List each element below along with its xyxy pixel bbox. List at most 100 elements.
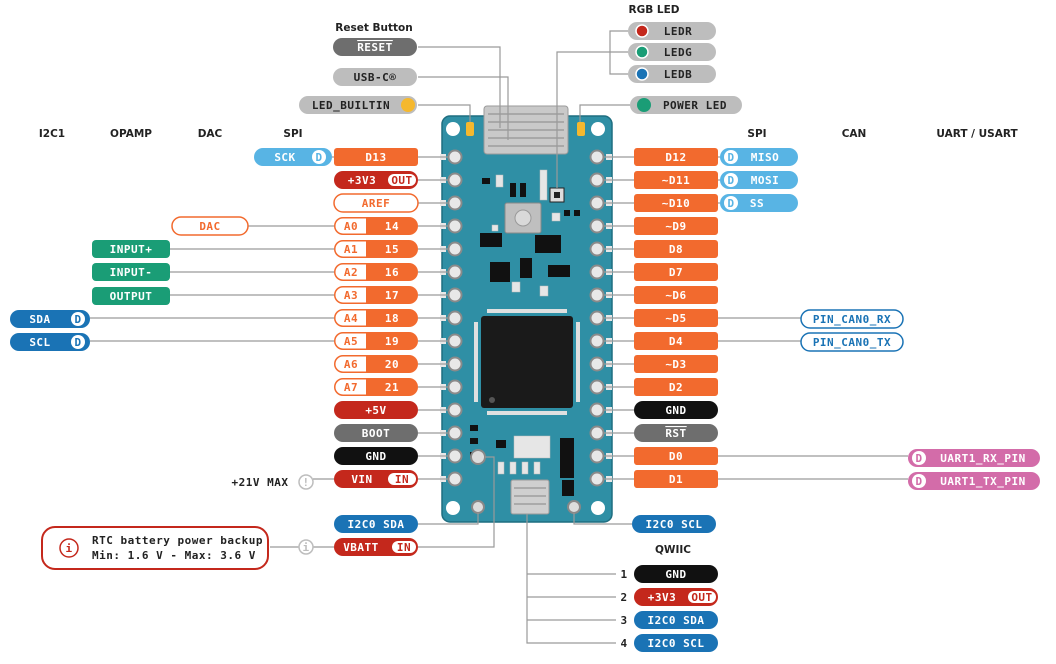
ledr-label: LEDR xyxy=(664,25,693,38)
reset-button-cap xyxy=(514,209,532,227)
header-spi-left: SPI xyxy=(283,128,302,140)
pin-label-gnd: GND xyxy=(365,450,386,463)
scl-digital-badge xyxy=(71,335,85,349)
pin-label-boot: BOOT xyxy=(362,427,391,440)
header-pin-left xyxy=(447,172,463,188)
vin-max-note: +21V MAX xyxy=(232,476,289,489)
mosi-label-bg xyxy=(720,171,798,189)
pin-label-d8: D8 xyxy=(669,243,683,256)
pin-label-split-fill xyxy=(354,379,366,395)
miso-digital-badge-label: D xyxy=(727,151,734,164)
pin-label-bg xyxy=(634,194,718,212)
pin-label-5v: +5V xyxy=(365,404,386,417)
rtc-note-box xyxy=(41,526,269,570)
vbatt-info-icon xyxy=(298,539,314,555)
pin-label-a3: A3 xyxy=(344,289,358,302)
pin-label-d9: ~D9 xyxy=(665,220,686,233)
i2c0-scl-pad xyxy=(567,500,581,514)
i2c0-scl-label: I2C0 SCL xyxy=(646,518,703,531)
passive-components xyxy=(491,169,561,475)
led-builtin-label-bg xyxy=(299,96,417,114)
pin-badge-bg xyxy=(388,174,416,186)
qwiic-pin-bg xyxy=(634,634,718,652)
chip-pins xyxy=(474,309,580,415)
pin-label-d0: D0 xyxy=(669,450,683,463)
qwiic-pin-bg xyxy=(634,611,718,629)
pin-number-18: 18 xyxy=(385,312,399,325)
header-pin-left xyxy=(447,218,463,234)
header-i2c1: I2C1 xyxy=(39,128,65,140)
vbatt-info-glyph: i xyxy=(302,541,309,554)
input-minus-label-bg xyxy=(92,263,170,281)
pin-label-bg xyxy=(634,171,718,189)
header-pin-right xyxy=(589,264,605,280)
header-pin-left xyxy=(447,310,463,326)
pin-label-bg xyxy=(333,193,419,213)
bottom-leader-lines xyxy=(270,456,632,644)
ledg-label: LEDG xyxy=(664,46,693,59)
rtc-info-icon xyxy=(59,538,79,558)
green-led-icon xyxy=(635,45,649,59)
uart-rx-digital-badge-label: D xyxy=(915,452,922,465)
pin-label-d5: ~D5 xyxy=(665,312,686,325)
header-pin-right xyxy=(589,149,605,165)
pin-number-20: 20 xyxy=(385,358,399,371)
header-pin-right xyxy=(589,287,605,303)
header-pin-left xyxy=(447,287,463,303)
header-pin-right xyxy=(589,379,605,395)
i2c0-sda-label-bg xyxy=(334,515,418,533)
pin-label-a5: A5 xyxy=(344,335,358,348)
chip-pin1-marker xyxy=(489,397,495,403)
usb-label: USB-C® xyxy=(354,71,397,84)
vbatt-in-badge: IN xyxy=(397,541,411,554)
input-plus-label: INPUT+ xyxy=(110,243,153,256)
qwiic-pin-number: 2 xyxy=(620,591,627,604)
rtc-note-line2: Min: 1.6 V - Max: 3.6 V xyxy=(92,549,256,562)
led-builtin-chip xyxy=(466,122,474,136)
pin-label-bg xyxy=(334,424,418,442)
ss-digital-badge-label: D xyxy=(727,197,734,210)
pin-label-bg xyxy=(634,355,718,373)
pin-leader-lines xyxy=(90,156,908,480)
dac-label-bg xyxy=(171,216,249,236)
small-components xyxy=(470,178,580,496)
uart-rx-label: UART1_RX_PIN xyxy=(940,452,1025,465)
pin-number-19: 19 xyxy=(385,335,399,348)
qwiic-pin-bg xyxy=(634,565,718,583)
pin-label-a6: A6 xyxy=(344,358,358,371)
pin-label-split-fill xyxy=(354,241,366,257)
vin-warning-glyph: ! xyxy=(302,476,309,489)
header-pin-right xyxy=(589,356,605,372)
output-label-bg xyxy=(92,287,170,305)
can-tx-label-bg xyxy=(800,332,904,352)
pin-label-bg xyxy=(634,286,718,304)
pin-badge-bg xyxy=(388,473,416,485)
header-pin-right xyxy=(589,172,605,188)
right-function-labels: D MISO D MOSI D SS PIN_CAN0_RX PIN_CAN0_… xyxy=(720,148,1040,490)
ledb-label: LEDB xyxy=(664,68,693,81)
nano-board xyxy=(440,105,613,523)
pin-label-split-fill xyxy=(354,218,366,234)
uart-rx-digital-badge xyxy=(912,451,926,465)
power-led-bulb-icon xyxy=(637,98,651,112)
uart-tx-digital-badge xyxy=(912,474,926,488)
input-minus-label: INPUT- xyxy=(110,266,153,279)
vbatt-in-badge-bg xyxy=(392,541,416,553)
header-dac: DAC xyxy=(198,128,223,140)
qwiic-pin-number: 1 xyxy=(620,568,627,581)
pin-label-d4: D4 xyxy=(669,335,683,348)
pin-number-17: 17 xyxy=(385,289,399,302)
pin-label-d10: ~D10 xyxy=(662,197,691,210)
can-rx-label: PIN_CAN0_RX xyxy=(813,313,891,326)
pin-label-a2: A2 xyxy=(344,266,358,279)
header-pin-right xyxy=(589,425,605,441)
scl-label-bg xyxy=(10,333,90,351)
pin-label-rst: RST xyxy=(665,427,686,440)
header-opamp: OPAMP xyxy=(110,128,152,140)
pin-label-d3: ~D3 xyxy=(665,358,686,371)
dac-label: DAC xyxy=(199,220,220,233)
header-pin-right xyxy=(589,333,605,349)
pin-label-a4: A4 xyxy=(344,312,358,325)
